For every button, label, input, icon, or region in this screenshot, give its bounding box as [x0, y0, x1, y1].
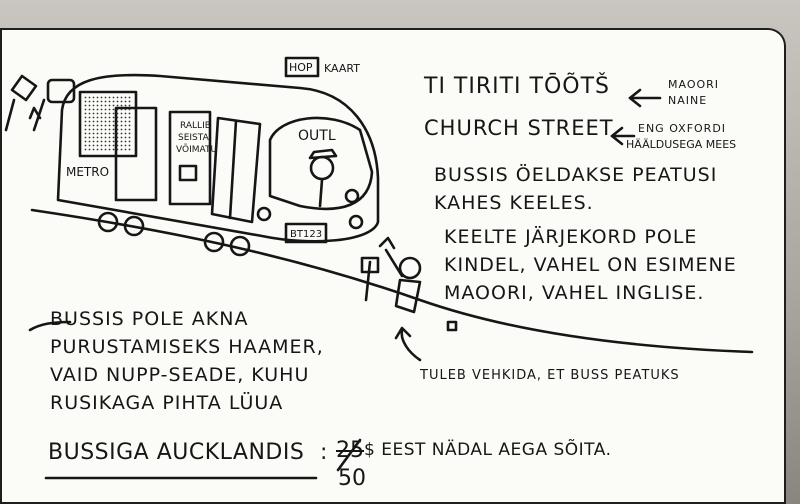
window-label-1: RALLIB [180, 121, 211, 131]
para2-line3: MAOORI, VAHEL INGLISE. [444, 282, 705, 304]
hop-sign [284, 56, 320, 78]
emergency-button-icon [46, 78, 76, 104]
stop1-note-1: MAOORI [668, 78, 720, 91]
left-note-line3: VAID NUPP-SEADE, KUHU [50, 364, 310, 386]
waving-hand [378, 236, 396, 250]
driver-head [309, 155, 335, 181]
stop-pole [364, 260, 372, 302]
hop-label: HOP [289, 61, 313, 74]
window-label-2: SEISTA [178, 133, 210, 143]
bus-window-panel [168, 110, 212, 206]
window-hatching [84, 96, 132, 152]
window-label-3: VÕIMATU [176, 143, 217, 155]
para1-line2: KAHES KEELES. [434, 192, 594, 214]
stop-name-english: CHURCH STREET [424, 116, 614, 140]
stop2-note-1: ENG OXFORDI [638, 122, 727, 135]
stop-name-maori: TI TIRITI TŌÕTŠ [424, 74, 611, 99]
destination-label: OUTL [298, 128, 336, 144]
road-line [30, 208, 754, 354]
person-head [398, 256, 422, 280]
fist-icon [10, 74, 38, 102]
arrow-left-head [628, 88, 642, 108]
stone [446, 320, 458, 332]
para2-line1: KEELTE JÄRJEKORD POLE [444, 226, 698, 248]
stop1-note-2: NAINE [668, 94, 708, 107]
steering-wheel [344, 188, 360, 204]
bus-door [210, 116, 262, 224]
price-strike [336, 438, 362, 472]
plate-label: BT123 [290, 229, 322, 240]
para2-line2: KINDEL, VAHEL ON ESIMENE [444, 254, 737, 276]
license-plate [284, 222, 328, 244]
wheel [123, 215, 145, 237]
driver-body [318, 178, 324, 208]
bottom-title: BUSSIGA AUCKLANDIS [48, 440, 305, 465]
new-price: 50 [338, 466, 366, 491]
left-note-line4: RUSIKAGA PIHTA LÜUA [50, 392, 284, 414]
headlight-left [256, 206, 272, 222]
bus-window-hatched [78, 90, 138, 158]
wheel [203, 231, 225, 253]
bottom-colon: : [320, 440, 328, 465]
wheel [229, 235, 251, 257]
left-note-line1: BUSSIS POLE AKNA [50, 308, 249, 330]
bus-windshield [268, 116, 374, 211]
stop-sign [360, 256, 380, 274]
left-note-arrow [28, 320, 72, 332]
arrow-up-head [28, 106, 42, 120]
stop2-note-2: HÄÄLDUSEGA MEES [626, 138, 737, 151]
driver-cap [308, 148, 338, 160]
wave-arrow-head [394, 326, 412, 340]
kaart-label: KAART [324, 62, 360, 75]
headlight-right [348, 214, 364, 230]
bus-door-panel [114, 106, 158, 202]
bottom-rest: $ EEST NÄDAL AEGA SÕITA. [364, 440, 612, 460]
person-arm [384, 248, 404, 278]
wheel [97, 211, 119, 233]
bus-door-split [228, 119, 238, 220]
para1-line1: BUSSIS ÖELDAKSE PEATUSI [434, 164, 718, 186]
wave-arrow-line [400, 328, 422, 362]
person-body [394, 278, 422, 314]
old-price: 25 [336, 438, 364, 463]
arrow-left-head-2 [610, 126, 624, 146]
bus-body [56, 73, 380, 243]
metro-label: METRO [66, 165, 109, 179]
arm-line [4, 98, 16, 132]
wave-note: TULEB VEHKIDA, ET BUSS PEATUKS [420, 368, 680, 383]
left-note-line2: PURUSTAMISEKS HAAMER, [50, 336, 324, 358]
passenger [178, 164, 198, 182]
